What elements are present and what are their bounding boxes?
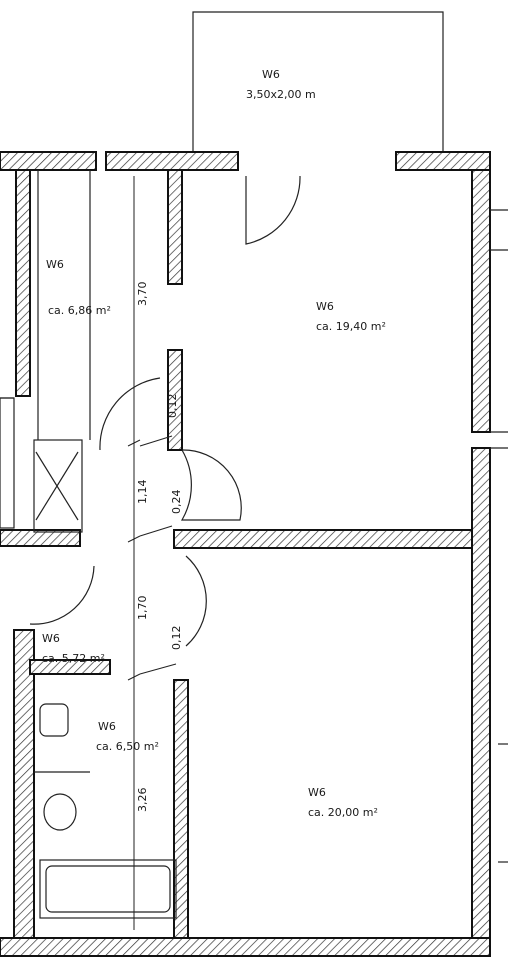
svg-text:ca. 5,72 m²: ca. 5,72 m² <box>42 652 105 665</box>
dimension-label-3-70: 3,70 <box>136 282 149 307</box>
walls <box>0 151 491 957</box>
dimension-label-0-12-top: 0,12 <box>166 394 179 419</box>
dimension-label-3-26: 3,26 <box>136 788 149 813</box>
svg-text:W6: W6 <box>316 300 334 313</box>
svg-text:W6: W6 <box>98 720 116 733</box>
dimension-label-1-70: 1,70 <box>136 596 149 621</box>
interior-lines <box>0 170 508 863</box>
sink-icon <box>39 703 69 737</box>
svg-text:ca. 6,86 m²: ca. 6,86 m² <box>48 304 111 317</box>
bathtub-inner <box>45 865 171 913</box>
svg-text:ca. 6,50 m²: ca. 6,50 m² <box>96 740 159 753</box>
svg-text:W6: W6 <box>46 258 64 271</box>
svg-text:W6: W6 <box>42 632 60 645</box>
balcony <box>192 11 444 152</box>
svg-text:ca. 20,00 m²: ca. 20,00 m² <box>308 806 378 819</box>
dimension-label-0-12-bottom: 0,12 <box>170 626 183 651</box>
dimension-chain <box>127 176 177 930</box>
svg-text:3,50x2,00 m: 3,50x2,00 m <box>246 88 316 101</box>
room-label-top-right: W6 ca. 19,40 m² <box>316 300 386 333</box>
doors <box>29 175 301 647</box>
svg-text:W6: W6 <box>262 68 280 81</box>
room-label-top-left: W6 ca. 6,86 m² <box>46 258 111 317</box>
toilet-icon <box>43 793 77 831</box>
bathtub-icon <box>39 859 177 919</box>
room-label-bottom-right: W6 ca. 20,00 m² <box>308 786 378 819</box>
room-label-hall: W6 ca. 5,72 m² <box>42 632 105 665</box>
room-label-bath: W6 ca. 6,50 m² <box>96 720 159 753</box>
dimension-label-0-24: 0,24 <box>170 490 183 515</box>
svg-text:ca. 19,40 m²: ca. 19,40 m² <box>316 320 386 333</box>
bath-fixtures <box>34 703 177 919</box>
svg-text:W6: W6 <box>308 786 326 799</box>
room-label-balcony: W6 3,50x2,00 m <box>246 68 316 101</box>
dimension-label-1-14: 1,14 <box>136 480 149 505</box>
